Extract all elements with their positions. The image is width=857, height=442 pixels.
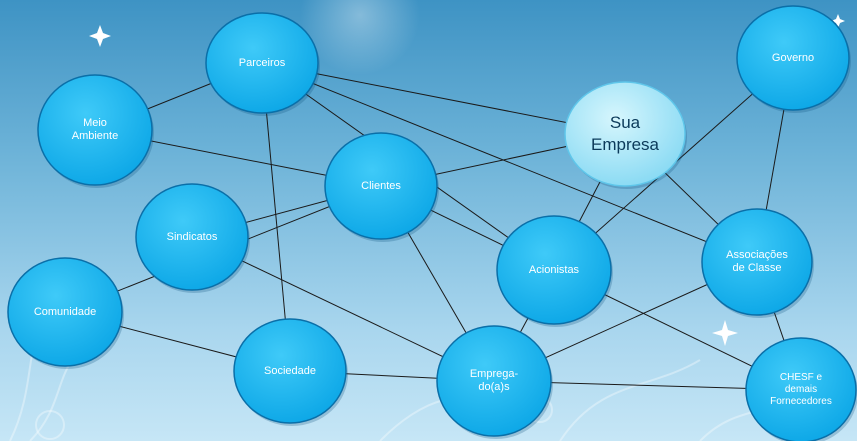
node-parceiros: [205, 12, 319, 114]
node-sociedade: [233, 318, 347, 424]
node-sua-empresa: [564, 81, 686, 187]
node-empregados: [436, 325, 552, 437]
node-chesf: [745, 337, 857, 441]
node-meio-ambiente: [37, 74, 153, 186]
node-clientes: [324, 132, 438, 240]
background-decoration: [9, 299, 821, 441]
star-sparkle-icon: [89, 14, 845, 346]
node-sindicatos: [135, 183, 249, 291]
nodes-layer: [7, 5, 857, 441]
node-comunidade: [7, 257, 123, 367]
node-acionistas: [496, 215, 612, 325]
edge-parceiros-sua-empresa: [261, 62, 626, 135]
node-governo: [736, 5, 850, 111]
background-glow: [300, 0, 420, 75]
node-associacoes: [701, 208, 813, 316]
edge-parceiros-associacoes: [261, 62, 758, 263]
